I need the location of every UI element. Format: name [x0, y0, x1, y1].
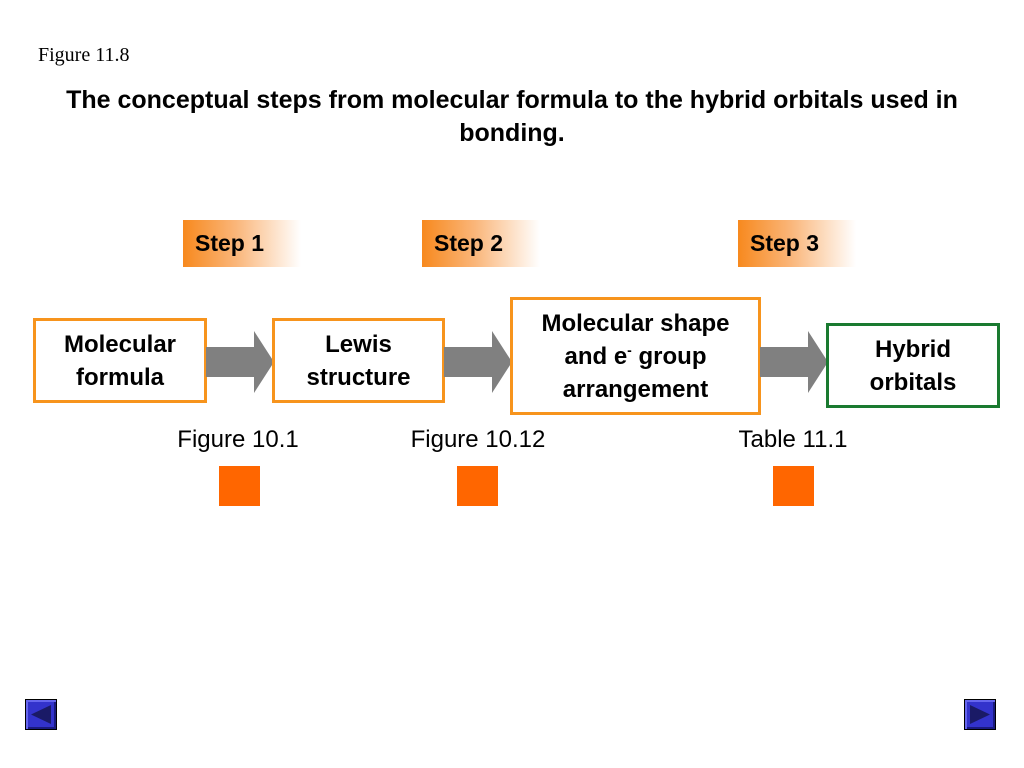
link-button-figure-10-1[interactable] [219, 466, 260, 506]
reference-table-11-1: Table 11.1 [738, 426, 848, 453]
reference-figure-10-12: Figure 10.12 [410, 426, 546, 453]
back-triangle-icon [31, 705, 51, 724]
lewis-structure-box: Lewis structure [272, 318, 445, 403]
link-button-figure-10-12[interactable] [457, 466, 498, 506]
step-2-label: Step 2 [422, 220, 540, 267]
lewis-structure-line1: Lewis [325, 330, 392, 358]
molecular-shape-line3: arrangement [562, 375, 709, 403]
arrow-2-shape [444, 331, 512, 393]
hybrid-orbitals-line1: Hybrid [874, 335, 951, 363]
arrow-1-shape [206, 331, 274, 393]
molecular-formula-line1: Molecular [63, 330, 177, 358]
lewis-structure-line2: structure [306, 363, 411, 391]
molecular-shape-line1: Molecular shape [541, 309, 730, 337]
molecular-shape-line2a: and e [564, 342, 628, 370]
molecular-shape-line2b: group [631, 342, 707, 370]
molecular-formula-line2: formula [75, 363, 164, 391]
previous-slide-button[interactable] [25, 699, 57, 730]
forward-triangle-icon [970, 705, 990, 724]
hybrid-orbitals-box: Hybrid orbitals [826, 323, 1000, 408]
arrow-2 [444, 331, 512, 393]
arrow-3-shape [760, 331, 828, 393]
arrow-3 [760, 331, 828, 393]
hybrid-orbitals-line2: orbitals [869, 368, 957, 396]
electron-superscript: - [627, 341, 632, 358]
link-button-table-11-1[interactable] [773, 466, 814, 506]
molecular-formula-box: Molecular formula [33, 318, 207, 403]
diagram-title: The conceptual steps from molecular form… [66, 86, 958, 147]
molecular-shape-box: Molecular shape and e- group arrangement [510, 297, 761, 415]
arrow-1 [206, 331, 274, 393]
molecular-shape-line2: and e- group [541, 340, 729, 373]
next-slide-button[interactable] [964, 699, 996, 730]
step-3-label: Step 3 [738, 220, 856, 267]
step-1-label: Step 1 [183, 220, 301, 267]
figure-label: Figure 11.8 [38, 44, 130, 66]
reference-figure-10-1: Figure 10.1 [177, 426, 299, 453]
